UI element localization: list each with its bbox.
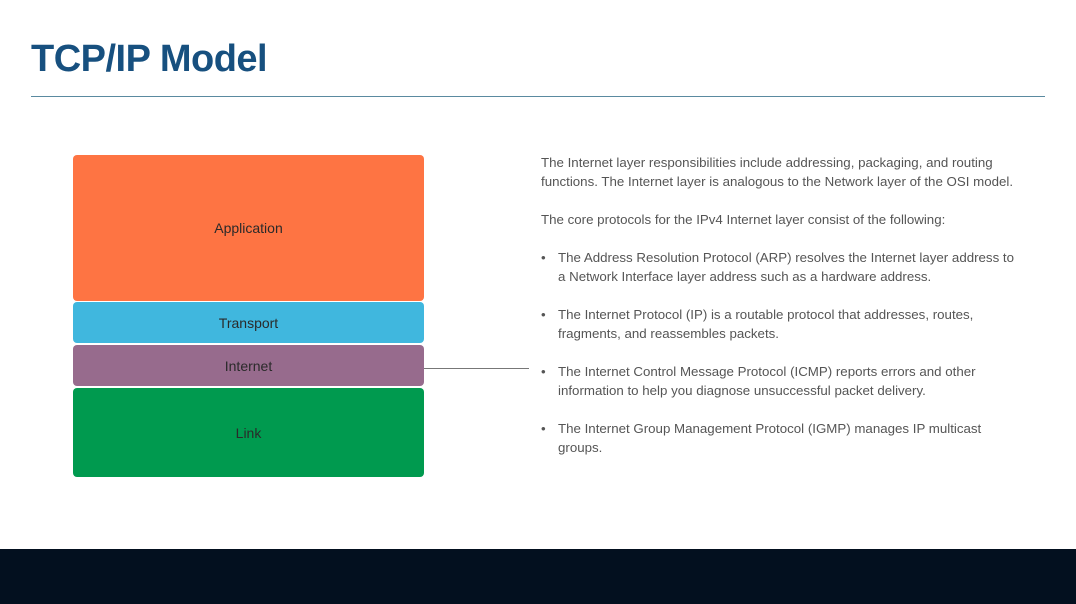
bullet-icon: • <box>541 421 546 436</box>
protocol-list: • The Address Resolution Protocol (ARP) r… <box>541 248 1021 457</box>
list-item-text: The Address Resolution Protocol (ARP) re… <box>558 250 1015 284</box>
bullet-icon: • <box>541 364 546 379</box>
list-item-text: The Internet Control Message Protocol (I… <box>558 364 976 398</box>
bullet-icon: • <box>541 307 546 322</box>
list-item-text: The Internet Group Management Protocol (… <box>558 421 982 455</box>
layer-label: Link <box>235 424 262 441</box>
description: The Internet layer responsibilities incl… <box>541 153 1021 476</box>
bullet-icon: • <box>541 250 546 265</box>
layer-application: Application <box>73 155 424 301</box>
layer-link: Link <box>73 388 424 477</box>
layer-transport: Transport <box>73 302 424 343</box>
paragraph: The Internet layer responsibilities incl… <box>541 155 1014 189</box>
list-item: • The Internet Protocol (IP) is a routabl… <box>541 305 1021 343</box>
layer-label: Internet <box>224 357 273 374</box>
title-divider <box>31 96 1045 97</box>
layer-internet: Internet <box>73 345 424 386</box>
list-item: • The Address Resolution Protocol (ARP) r… <box>541 248 1021 286</box>
slide-title: TCP/IP Model <box>31 38 268 80</box>
layer-label: Transport <box>218 314 279 331</box>
layer-label: Application <box>214 220 283 236</box>
list-item: • The Internet Group Management Protocol … <box>541 419 1021 457</box>
paragraph: The core protocols for the IPv4 Internet… <box>541 212 946 227</box>
footer-bar <box>0 549 1076 604</box>
list-item-text: The Internet Protocol (IP) is a routable… <box>558 307 974 341</box>
connector-line <box>424 368 529 369</box>
list-item: • The Internet Control Message Protocol (… <box>541 362 1021 400</box>
